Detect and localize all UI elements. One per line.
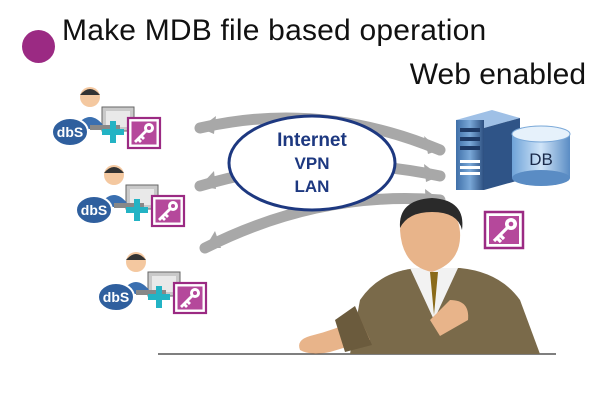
title-bullet [22,30,55,63]
client-3: dbS [97,252,208,315]
presenter-illustration [299,198,540,354]
plus-icon [102,121,124,143]
client-1: dbS [51,87,162,150]
page-subtitle: Web enabled [409,58,586,91]
network-labels: Internet VPN LAN [262,129,362,198]
plus-icon [126,199,148,221]
dbs-logo-text: dbS [57,124,83,140]
plus-icon [148,286,170,308]
network-ellipse [227,114,397,212]
dbs-logo-text: dbS [81,202,107,218]
network-label-internet: Internet [277,130,347,151]
server-icon [456,110,520,190]
server-access-key-icon [483,210,525,250]
network-label-lan: LAN [294,177,330,196]
dbs-logo: dbS [97,282,135,312]
client-2: dbS [75,165,186,228]
access-key-icon [172,281,208,315]
network-label-vpn: VPN [294,154,330,173]
database-icon [511,125,571,186]
page-title: Make MDB file based operation [62,14,487,47]
dbs-logo-text: dbS [103,289,129,305]
db-label: DB [529,150,553,169]
dbs-logo: dbS [51,117,89,147]
access-key-icon [126,116,162,150]
access-key-icon [150,194,186,228]
dbs-logo: dbS [75,195,113,225]
